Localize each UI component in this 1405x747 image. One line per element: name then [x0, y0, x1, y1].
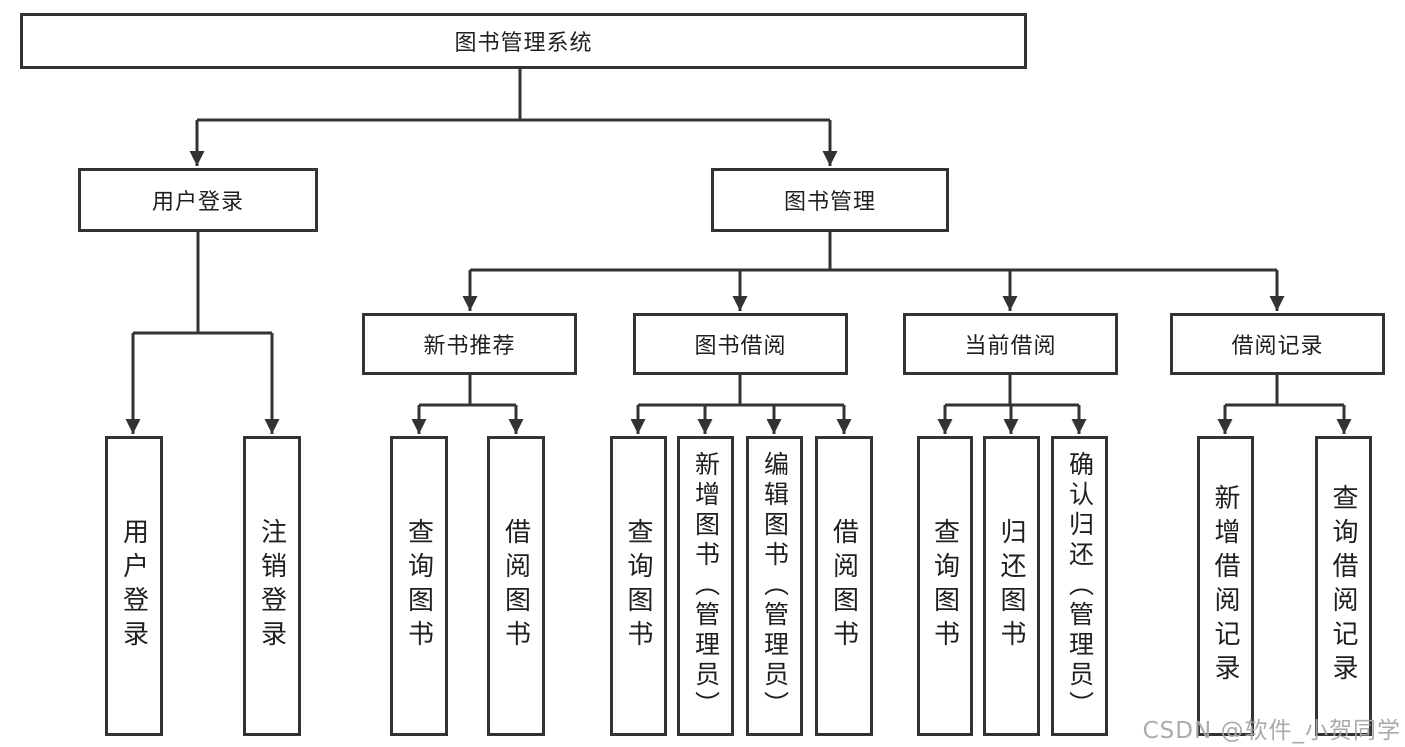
leaf-user-login: 用户登录 [105, 436, 163, 736]
leaf-query-books: 查询图书 [610, 436, 667, 736]
leaf-return-books: 归还图书 [983, 436, 1040, 736]
node-book-management: 图书管理 [711, 168, 949, 232]
node-current-borrowing: 当前借阅 [903, 313, 1118, 375]
leaf-query-books: 查询图书 [917, 436, 973, 736]
leaf-borrow-books: 借阅图书 [815, 436, 873, 736]
leaf-borrow-books: 借阅图书 [487, 436, 545, 736]
leaf-add-borrow-record: 新增借阅记录 [1197, 436, 1254, 736]
node-book-borrowing: 图书借阅 [633, 313, 848, 375]
node-new-book-recommendation: 新书推荐 [362, 313, 577, 375]
leaf-query-books: 查询图书 [390, 436, 448, 736]
leaf-confirm-return-admin: 确认归还（管理员） [1051, 436, 1108, 736]
node-library-management-system: 图书管理系统 [20, 13, 1027, 69]
watermark: CSDN @软件_小贺同学 [1142, 718, 1401, 744]
node-user-login: 用户登录 [78, 168, 318, 232]
leaf-edit-book-admin: 编辑图书（管理员） [746, 436, 803, 736]
leaf-logout: 注销登录 [243, 436, 301, 736]
leaf-query-borrow-record: 查询借阅记录 [1315, 436, 1372, 736]
node-borrowing-records: 借阅记录 [1170, 313, 1385, 375]
leaf-add-book-admin: 新增图书（管理员） [677, 436, 734, 736]
